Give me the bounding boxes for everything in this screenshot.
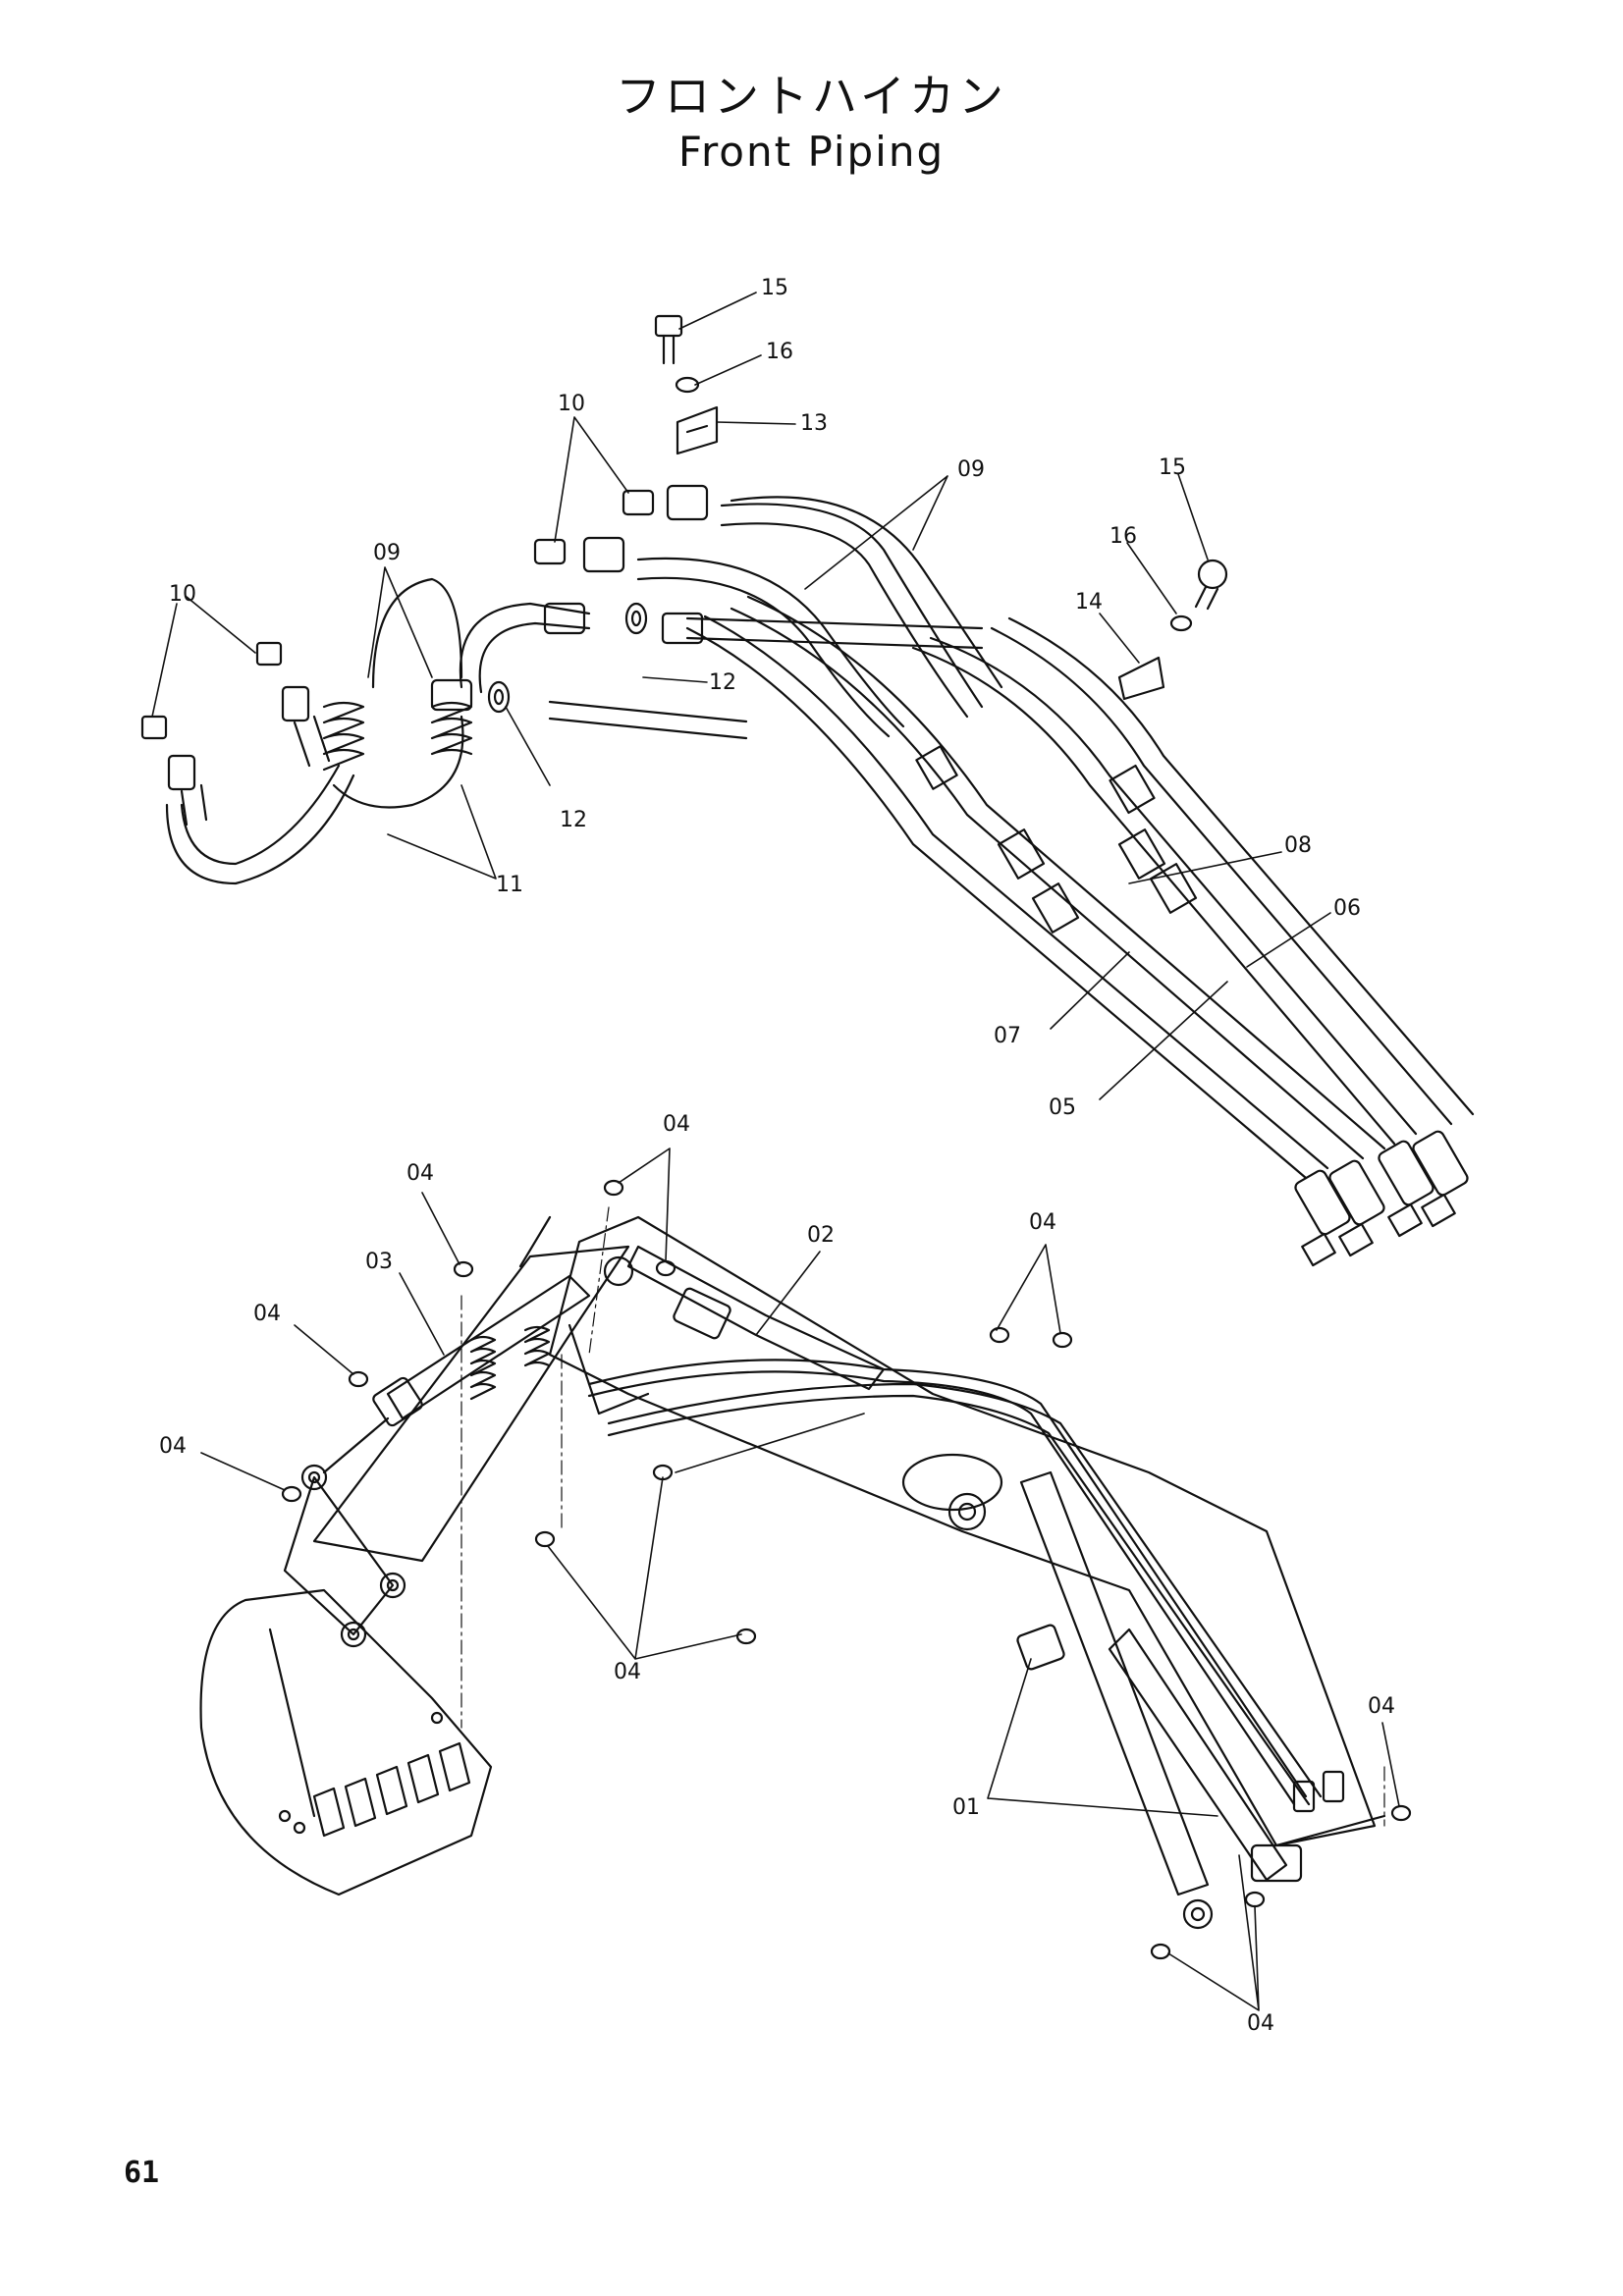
callout-04-linkage: 04 <box>159 1434 187 1459</box>
adapter-10-upper <box>430 484 709 712</box>
callout-04-top: 04 <box>663 1112 690 1137</box>
callout-07: 07 <box>994 1024 1021 1048</box>
boom-hoses <box>587 1359 1345 1813</box>
washer-16-top <box>675 376 700 394</box>
callout-11: 11 <box>496 873 523 897</box>
callout-04-boom-mid: 04 <box>614 1660 641 1684</box>
callout-12-left: 12 <box>560 808 587 832</box>
bolt-15-top <box>654 314 683 365</box>
grease-fittings-04 <box>281 1179 1412 1960</box>
callout-04-bottom: 04 <box>1247 2011 1274 2036</box>
spring-guard-11 <box>322 701 473 809</box>
callout-01: 01 <box>952 1795 980 1820</box>
bucket-linkage <box>283 1464 406 1648</box>
front-attachment <box>199 1148 1412 2011</box>
clamp-13 <box>676 405 719 455</box>
page-number: 61 <box>124 2156 160 2190</box>
page-title-english: Front Piping <box>677 128 946 176</box>
callout-03: 03 <box>365 1250 393 1274</box>
page-title-japanese: フロントハイカン <box>615 70 1008 123</box>
boom-cylinder-01 <box>947 1470 1386 1930</box>
callout-04-bucket-cyl: 04 <box>253 1302 281 1326</box>
leader-lines-lower <box>200 1148 1400 2011</box>
arm-cylinder-02 <box>603 1245 886 1391</box>
clamp-14 <box>1117 656 1165 701</box>
callout-labels: 15 16 13 10 09 15 16 14 10 09 12 12 11 0… <box>159 276 1395 2036</box>
pipe-05-07 <box>685 595 1386 1180</box>
callout-16-top: 16 <box>766 340 793 364</box>
callout-10-upper: 10 <box>558 392 585 416</box>
callout-09-left: 09 <box>373 541 401 565</box>
pipe-06-08 <box>911 616 1475 1146</box>
callout-10-left: 10 <box>169 582 196 607</box>
callout-14: 14 <box>1075 590 1103 614</box>
callout-05: 05 <box>1049 1095 1076 1120</box>
callout-02: 02 <box>807 1223 835 1248</box>
center-lines <box>460 1206 1385 1827</box>
callout-09-upper: 09 <box>957 457 985 482</box>
callout-15-right: 15 <box>1159 455 1186 480</box>
hose-09-upper <box>636 496 1003 738</box>
hose-09-left <box>165 577 591 885</box>
callout-06: 06 <box>1333 896 1361 921</box>
leader-lines-upper <box>151 292 1331 1100</box>
pipe-sleeves <box>915 745 1198 934</box>
callout-04-arm: 04 <box>406 1161 434 1186</box>
arm <box>312 1215 630 1563</box>
callout-15-top: 15 <box>761 276 788 300</box>
bucket <box>199 1588 493 1896</box>
callout-12-right: 12 <box>709 670 736 695</box>
o-ring-12 <box>487 602 648 714</box>
boom <box>548 1215 1377 1847</box>
callout-16-right: 16 <box>1109 524 1137 549</box>
callout-04-boom-end: 04 <box>1368 1694 1395 1719</box>
callout-08: 08 <box>1284 833 1312 858</box>
arm-hose-coil <box>469 1325 551 1401</box>
callout-13: 13 <box>800 411 828 436</box>
hose-and-pipe-assembly <box>140 292 1475 1267</box>
callout-04-boom-top: 04 <box>1029 1210 1056 1235</box>
washer-16-right <box>1169 614 1193 632</box>
bolt-15-right <box>1194 559 1228 611</box>
bucket-cylinder-03 <box>322 1274 591 1474</box>
adapter-10-left <box>140 641 331 827</box>
pipe-end-fittings <box>1294 1130 1469 1267</box>
